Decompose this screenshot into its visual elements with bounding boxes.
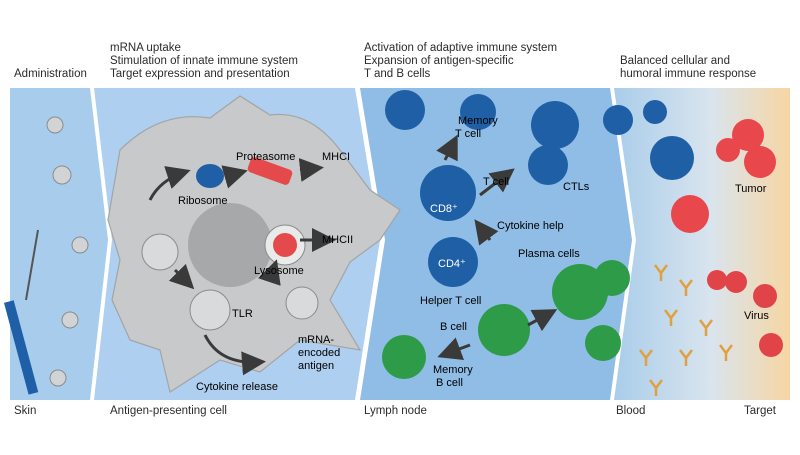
footer-target: Target [744, 405, 776, 417]
apc-arrows [148, 158, 336, 376]
tumor-cells [671, 119, 776, 233]
plasma-cells-label: Plasma cells [518, 248, 580, 260]
t-cells [385, 90, 579, 287]
lymph-arrows [436, 134, 558, 361]
footer-lymph-node: Lymph node [364, 405, 427, 417]
helper-t-cell-label: Helper T cell [420, 295, 481, 307]
footer-skin: Skin [14, 405, 37, 417]
skin-cells [46, 116, 89, 387]
cd8-label: CD8⁺ [430, 203, 458, 215]
tlr-label: TLR [232, 308, 253, 320]
ribosome-label: Ribosome [178, 195, 228, 207]
cd4-label: CD4⁺ [438, 258, 466, 270]
header-adaptive-line-1: Activation of adaptive immune system [364, 42, 558, 54]
blood-t-cells [603, 100, 694, 180]
lysosome-core [273, 233, 297, 257]
syringe-icon [4, 229, 39, 395]
memory-t-cell-label-1: Memory [458, 115, 498, 127]
endosome-top [141, 233, 179, 271]
mrna-antigen-label-2: encoded [298, 347, 340, 359]
b-cell-label: B cell [440, 321, 467, 333]
memory-t-cell-label-2: T cell [455, 128, 481, 140]
nucleus [188, 203, 272, 287]
mhcii-label: MHCII [322, 234, 353, 246]
proteasome-icon [247, 157, 293, 185]
mhci-label: MHCI [322, 151, 350, 163]
header-adaptive-line-2: Expansion of antigen-specific [364, 55, 514, 67]
memory-b-cell-label-2: B cell [436, 377, 463, 389]
antibodies [639, 264, 733, 396]
virus-label: Virus [744, 310, 769, 322]
mrna-antigen-label-1: mRNA- [298, 334, 334, 346]
memory-b-cell-label-1: Memory [433, 364, 473, 376]
footer-blood: Blood [616, 405, 646, 417]
header-balanced-line-2: humoral immune response [620, 68, 757, 80]
ribosome-icon [196, 164, 224, 188]
virus-cells [707, 270, 783, 357]
cytokine-release-label: Cytokine release [196, 381, 278, 393]
t-cell-label: T cell [483, 176, 509, 188]
header-mrna-line-1: mRNA uptake [110, 42, 181, 54]
b-cells [382, 260, 630, 379]
header-adaptive-line-3: T and B cells [364, 68, 431, 80]
vesicle-bottom [285, 286, 319, 320]
header-mrna-line-2: Stimulation of innate immune system [110, 55, 298, 67]
header-mrna-uptake: mRNA uptake Stimulation of innate immune… [110, 42, 298, 81]
header-balanced-line-1: Balanced cellular and [620, 55, 730, 67]
lysosome-label: Lysosome [254, 265, 304, 277]
proteasome-label: Proteasome [236, 151, 295, 163]
mrna-antigen-label-3: antigen [298, 360, 334, 372]
tlr-vesicle [189, 289, 231, 331]
header-mrna-line-3: Target expression and presentation [110, 68, 290, 80]
header-adaptive-activation: Activation of adaptive immune system Exp… [364, 42, 557, 81]
footer-apc: Antigen-presenting cell [110, 405, 227, 417]
tumor-label: Tumor [735, 183, 767, 195]
header-balanced-response: Balanced cellular and humoral immune res… [620, 55, 756, 81]
ctls-label: CTLs [563, 181, 590, 193]
header-administration: Administration [14, 68, 87, 81]
header-administration-line-1: Administration [14, 68, 87, 80]
skin-panel [10, 88, 108, 400]
cytokine-help-label: Cytokine help [497, 220, 564, 232]
